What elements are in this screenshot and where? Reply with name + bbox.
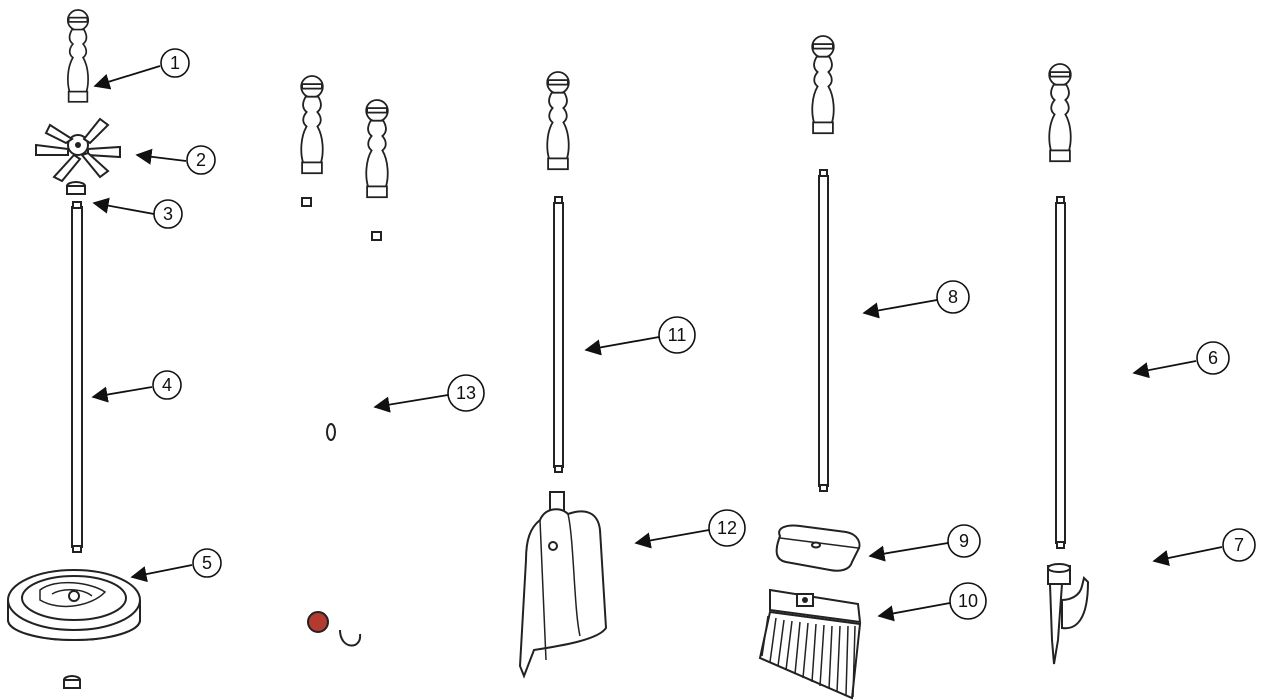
- callout-12: 12: [708, 509, 746, 547]
- broom-head-cover: [775, 524, 861, 572]
- poker-rod: [1055, 196, 1066, 549]
- callout-label: 12: [717, 518, 737, 538]
- poker-tip: [1047, 563, 1090, 665]
- callout-label: 5: [202, 553, 212, 573]
- callout-13: 13: [447, 374, 485, 412]
- hook-plate: [35, 117, 121, 183]
- callout-label: 13: [456, 383, 476, 403]
- base-nut: [63, 675, 81, 689]
- callout-label: 4: [162, 375, 172, 395]
- callout-label: 9: [959, 531, 969, 551]
- callout-3: 3: [153, 199, 183, 229]
- shovel-blade: [518, 491, 608, 679]
- callout-label: 6: [1208, 348, 1218, 368]
- callout-6: 6: [1196, 341, 1230, 375]
- stand-base: [7, 569, 141, 641]
- callout-9: 9: [947, 524, 981, 558]
- broom-handle: [811, 35, 835, 135]
- poker-handle: [1048, 63, 1072, 163]
- tongs: [300, 197, 382, 647]
- callout-label: 11: [668, 325, 687, 345]
- stand-finial-handle: [66, 9, 90, 103]
- shovel-rod: [553, 196, 564, 473]
- stand-nut: [66, 181, 86, 195]
- stand-rod: [71, 201, 83, 553]
- tongs-handle-right: [365, 99, 389, 199]
- tongs-handle-left: [300, 75, 324, 175]
- leader-arrows: [91, 65, 1223, 622]
- callout-label: 7: [1234, 535, 1244, 555]
- callout-label: 2: [196, 150, 206, 170]
- callout-label: 10: [958, 591, 978, 611]
- callout-label: 3: [163, 204, 173, 224]
- broom-rod: [818, 169, 829, 492]
- callout-1: 1: [160, 48, 190, 78]
- broom-brush: [758, 588, 862, 700]
- callout-11: 11: [658, 316, 696, 354]
- callout-10: 10: [949, 582, 987, 620]
- callout-label: 8: [948, 287, 958, 307]
- callout-2: 2: [186, 145, 216, 175]
- shovel-handle: [546, 71, 570, 171]
- callout-7: 7: [1222, 528, 1256, 562]
- callout-4: 4: [152, 370, 182, 400]
- tongs-grip-pad: [307, 611, 329, 633]
- callout-8: 8: [936, 280, 970, 314]
- callout-5: 5: [192, 548, 222, 578]
- callout-label: 1: [170, 53, 180, 73]
